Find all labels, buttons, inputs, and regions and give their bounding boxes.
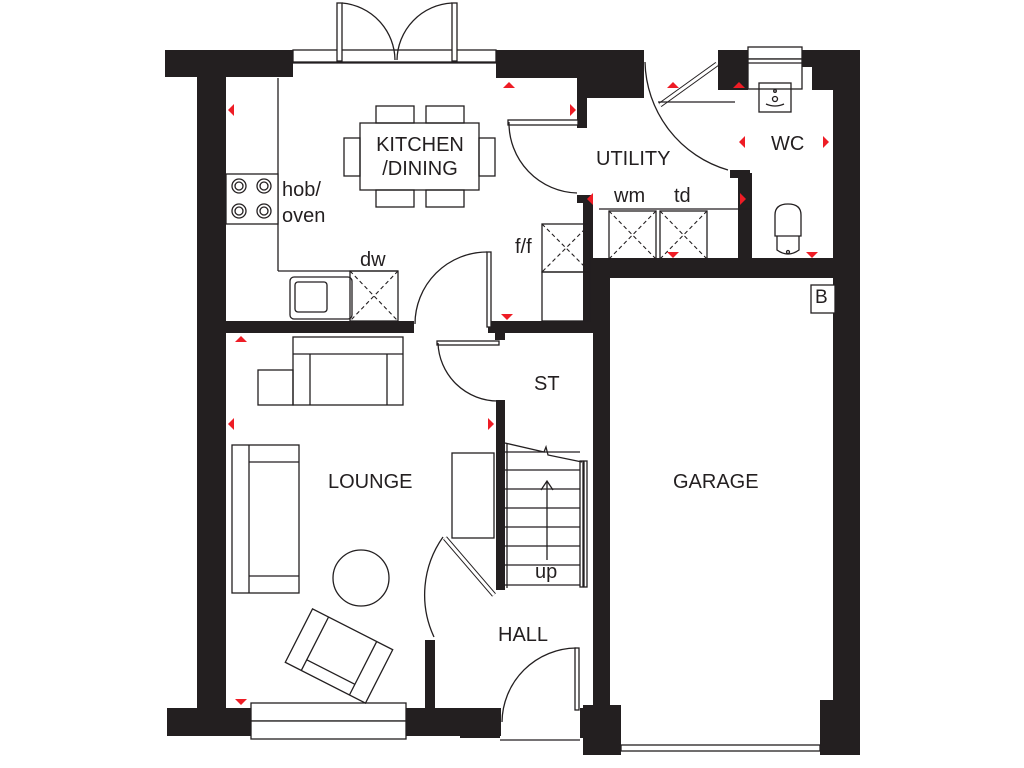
room-label-lounge: LOUNGE [328,471,413,493]
fixture-label-washing-machine: wm [614,185,646,207]
walls [165,50,860,755]
kitchen-fixtures [225,78,591,322]
room-label-utility: UTILITY [596,148,671,170]
room-label-wc: WC [771,133,805,155]
kitchen-label-line1: KITCHEN [376,134,464,156]
hob-label-line2: oven [282,205,326,227]
fixture-label-boiler: B [815,287,828,308]
fixture-label-fridge-freezer: f/f [515,236,532,258]
room-label-garage: GARAGE [673,471,759,493]
room-label-hall: HALL [498,624,549,646]
room-label-kitchen: KITCHEN /DINING [360,135,480,179]
kitchen-label-line2: /DINING [382,158,458,180]
fixture-label-dishwasher: dw [360,249,386,271]
lounge-furniture [231,336,495,705]
openings [250,2,821,752]
hob-label-line1: hob/ [282,179,321,201]
stairs-label-up: up [535,561,558,583]
stairs [504,442,588,588]
socket-markers [228,82,829,705]
fixture-label-hob: hob/ oven [282,180,325,226]
room-label-st: ST [534,373,560,395]
utility-fixtures [599,82,836,314]
fixture-label-tumble-dryer: td [674,185,691,207]
